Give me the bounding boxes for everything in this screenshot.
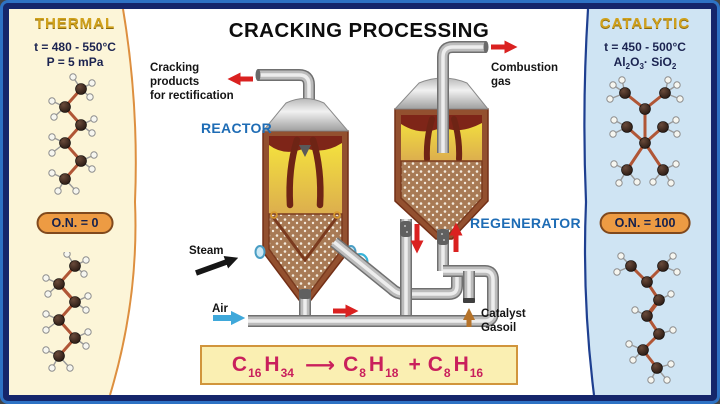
thermal-panel: THERMAL t = 480 - 550°C P = 5 mPa O.N. =… [11,9,139,395]
air-label: Air [212,303,229,315]
steam-nozzle-left [254,245,266,259]
thermal-pressure: P = 5 mPa [46,55,104,69]
catalytic-temperature: t = 450 - 500°C [604,40,686,54]
combustion-gas-label-line2: gas [491,76,511,88]
reactor-internal-valve-icon [299,145,311,157]
reactor-label: REACTOR [201,120,272,136]
slide-valves [299,221,449,299]
thermal-title: THERMAL [34,15,116,32]
cracking-products-label-line2: products [150,76,199,88]
cracking-products-label-line3: for rectification [150,90,234,102]
cracking-products-label-line1: Cracking [150,62,199,74]
equation-product2: C [427,353,443,376]
reactor-dome [261,98,350,132]
reactor-riser-pipe [256,69,310,113]
catalytic-octane-badge: O.N. = 100 [599,212,691,234]
plus-sign: + [408,353,421,376]
thermal-panel-curve [109,9,137,395]
reactor-vessel [254,98,369,301]
branched-alkene-molecule-icon [613,252,681,384]
straight-chain-molecule-icon [48,73,98,195]
catalytic-panel-shape [584,9,711,395]
straight-chain-molecule-icon [42,252,92,372]
cracking-process-diagram: Cracking products for rectification REAC… [150,40,581,334]
equation-reactant: C [231,353,248,376]
page-title: CRACKING PROCESSING [228,19,490,42]
background-panels [9,9,711,395]
reaction-arrow-icon: ⟶ [304,353,336,377]
thermal-temperature: t = 480 - 550°C [34,40,116,54]
catalytic-formula: Al2O3· SiO2 [613,55,677,71]
equation-product1: C [343,353,359,376]
catalytic-panel: CATALYTIC t = 450 - 500°C Al2O3· SiO2 O.… [581,9,709,395]
combustion-gas-label-line1: Combustion [491,62,558,74]
catalytic-title: CATALYTIC [599,15,691,32]
catalyst-gasoil-label-line2: Gasoil [481,322,516,334]
thermal-octane-badge: O.N. = 0 [36,212,114,234]
thermal-octane-value: O.N. = 0 [51,216,99,230]
steam-label: Steam [189,245,224,257]
thermal-panel-shape [9,9,136,395]
regenerator-riser-pipe [443,41,489,153]
poster-content: THERMAL t = 480 - 550°C P = 5 mPa O.N. =… [9,9,711,395]
regenerator-label: REGENERATOR [470,215,581,231]
catalytic-panel-curve [583,9,596,395]
catalyst-gasoil-label-line1: Catalyst [481,308,526,320]
catalyst-gasoil-outlet-pipe [463,271,475,303]
catalytic-octane-value: O.N. = 100 [614,216,676,230]
poster-frame-inner: THERMAL t = 480 - 550°C P = 5 mPa O.N. =… [3,3,717,401]
branched-molecule-icon [606,76,684,187]
steam-arrow [195,256,239,276]
